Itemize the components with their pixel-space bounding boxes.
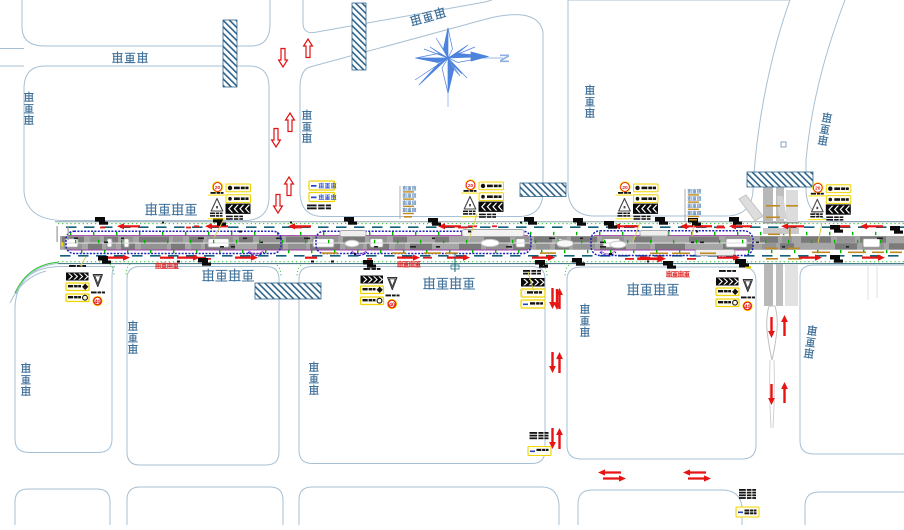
svg-text:40: 40 [744,304,750,310]
svg-text:N: N [497,54,512,63]
svg-text:20: 20 [468,183,474,189]
svg-text:20: 20 [622,185,628,191]
svg-text:40: 40 [94,299,100,305]
svg-text:20: 20 [815,186,821,192]
svg-text:20: 20 [215,185,221,191]
svg-text:40: 40 [389,302,395,308]
